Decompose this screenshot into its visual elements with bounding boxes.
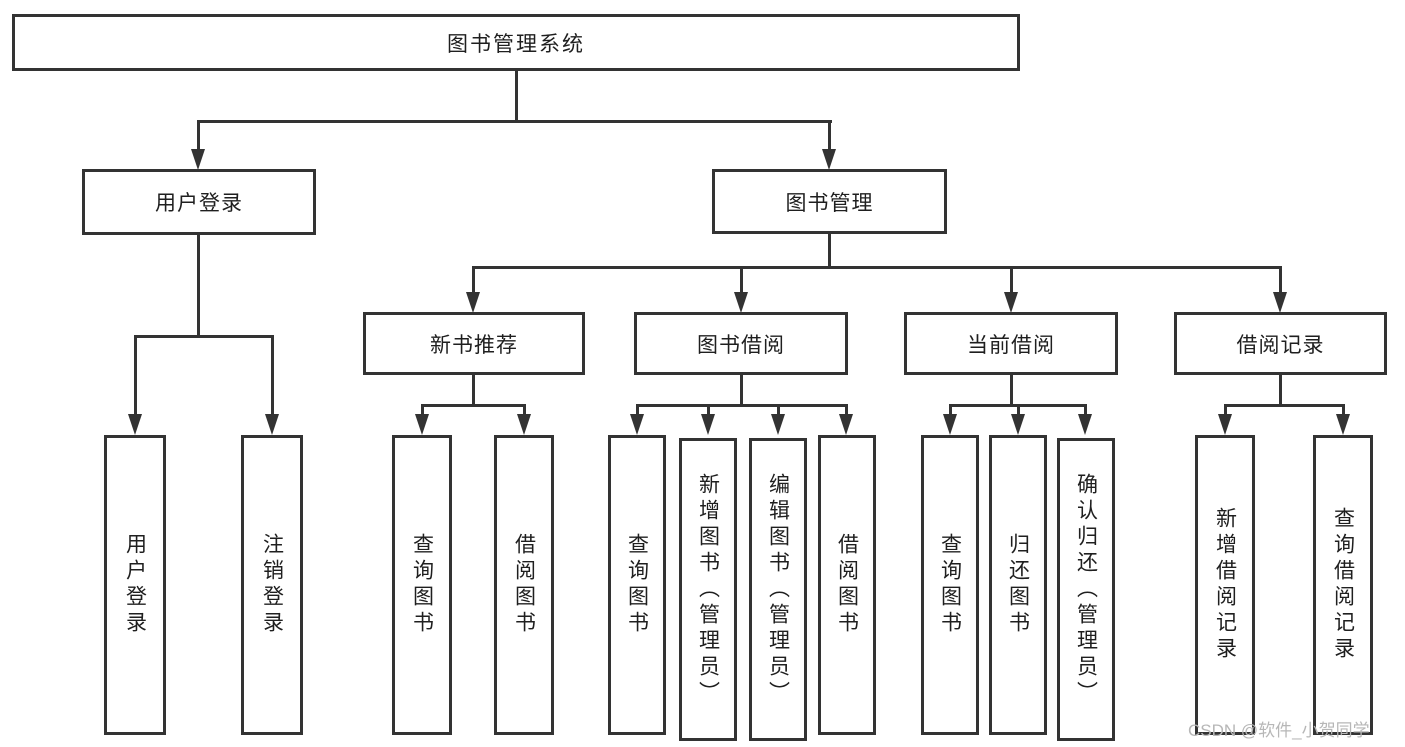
connector-userlogin-stem: [197, 120, 200, 150]
connector-br-leaf2-stem: [1342, 404, 1345, 415]
connector-level2-hbar: [197, 120, 832, 123]
leaf-bb-edit-book-admin: 编辑图书（管理员）: [749, 438, 807, 741]
node-new-book-recommend: 新书推荐: [363, 312, 585, 375]
connector-nb-down: [472, 375, 475, 407]
arrow-down-icon: [265, 414, 279, 435]
connector-bb-hbar: [636, 404, 848, 407]
node-borrow-record: 借阅记录: [1174, 312, 1387, 375]
connector-cb-leaf1-stem: [949, 404, 952, 415]
connector-module4-stem: [1279, 266, 1282, 294]
connector-br-leaf1-stem: [1224, 404, 1227, 415]
arrow-down-icon: [701, 414, 715, 435]
leaf-bb-add-book-admin-label: 新增图书（管理员）: [696, 472, 720, 707]
connector-userlogin-hbar: [134, 335, 274, 338]
leaf-br-query-record: 查询借阅记录: [1313, 435, 1373, 735]
connector-root-stem: [515, 70, 518, 122]
connector-module3-stem: [1010, 266, 1013, 294]
leaf-bb-add-book-admin: 新增图书（管理员）: [679, 438, 737, 741]
arrow-down-icon: [734, 292, 748, 313]
connector-bb-leaf4-stem: [845, 404, 848, 415]
leaf-bb-query-book: 查询图书: [608, 435, 666, 735]
arrow-down-icon: [1218, 414, 1232, 435]
arrow-down-icon: [415, 414, 429, 435]
arrow-down-icon: [128, 414, 142, 435]
connector-userlogin-leaf2-stem: [271, 335, 274, 415]
leaf-cb-return-book-label: 归还图书: [1006, 533, 1030, 637]
connector-nb-leaf2-stem: [523, 404, 526, 415]
connector-module1-stem: [472, 266, 475, 294]
leaf-cb-return-book: 归还图书: [989, 435, 1047, 735]
arrow-down-icon: [1078, 414, 1092, 435]
leaf-user-login: 用户登录: [104, 435, 166, 735]
connector-cb-leaf3-stem: [1084, 404, 1087, 415]
node-book-borrow: 图书借阅: [634, 312, 848, 375]
node-current-borrow: 当前借阅: [904, 312, 1118, 375]
connector-bb-leaf1-stem: [636, 404, 639, 415]
leaf-logout-label: 注销登录: [260, 533, 284, 637]
arrow-down-icon: [466, 292, 480, 313]
leaf-nb-query-book-label: 查询图书: [410, 533, 434, 637]
leaf-br-add-record-label: 新增借阅记录: [1213, 507, 1237, 663]
connector-level3-hbar: [472, 266, 1282, 269]
arrow-down-icon: [771, 414, 785, 435]
node-root-system: 图书管理系统: [12, 14, 1020, 71]
connector-bb-down: [740, 375, 743, 407]
leaf-cb-query-book: 查询图书: [921, 435, 979, 735]
connector-userlogin-leaf1-stem: [134, 335, 137, 415]
leaf-cb-confirm-return-admin: 确认归还（管理员）: [1057, 438, 1115, 741]
csdn-watermark: CSDN @软件_小贺同学: [1188, 721, 1370, 740]
leaf-bb-borrow-book: 借阅图书: [818, 435, 876, 735]
connector-bb-leaf2-stem: [707, 404, 710, 415]
connector-cb-down: [1010, 375, 1013, 407]
arrow-down-icon: [1336, 414, 1350, 435]
arrow-down-icon: [1273, 292, 1287, 313]
leaf-logout: 注销登录: [241, 435, 303, 735]
node-book-management: 图书管理: [712, 169, 947, 234]
connector-cb-leaf2-stem: [1017, 404, 1020, 415]
arrow-down-icon: [822, 149, 836, 170]
connector-nb-hbar: [421, 404, 526, 407]
leaf-nb-query-book: 查询图书: [392, 435, 452, 735]
connector-nb-leaf1-stem: [421, 404, 424, 415]
arrow-down-icon: [839, 414, 853, 435]
connector-br-hbar: [1224, 404, 1345, 407]
leaf-nb-borrow-book: 借阅图书: [494, 435, 554, 735]
arrow-down-icon: [517, 414, 531, 435]
connector-br-down: [1279, 375, 1282, 407]
leaf-bb-edit-book-admin-label: 编辑图书（管理员）: [766, 472, 790, 707]
node-user-login: 用户登录: [82, 169, 316, 235]
leaf-bb-query-book-label: 查询图书: [625, 533, 649, 637]
leaf-user-login-label: 用户登录: [123, 533, 147, 637]
leaf-cb-confirm-return-admin-label: 确认归还（管理员）: [1074, 472, 1098, 707]
connector-userlogin-down: [197, 234, 200, 338]
connector-bb-leaf3-stem: [777, 404, 780, 415]
connector-module2-stem: [740, 266, 743, 294]
leaf-br-query-record-label: 查询借阅记录: [1331, 507, 1355, 663]
arrow-down-icon: [630, 414, 644, 435]
connector-bookmgmt-stem: [828, 120, 831, 150]
connector-bookmgmt-down: [828, 233, 831, 268]
leaf-nb-borrow-book-label: 借阅图书: [512, 533, 536, 637]
leaf-bb-borrow-book-label: 借阅图书: [835, 533, 859, 637]
arrow-down-icon: [943, 414, 957, 435]
arrow-down-icon: [191, 149, 205, 170]
leaf-cb-query-book-label: 查询图书: [938, 533, 962, 637]
arrow-down-icon: [1004, 292, 1018, 313]
leaf-br-add-record: 新增借阅记录: [1195, 435, 1255, 735]
arrow-down-icon: [1011, 414, 1025, 435]
